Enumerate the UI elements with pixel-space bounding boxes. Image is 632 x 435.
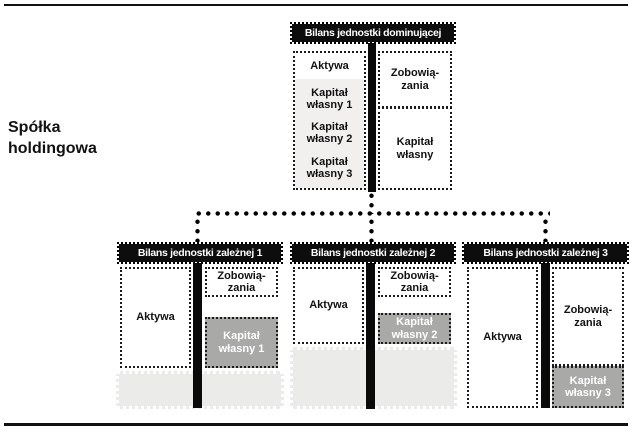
parent-equity-box: Kapitał własny	[378, 107, 452, 190]
sub3-assets-box: Aktywa	[467, 267, 538, 408]
sub2-assets-box: Aktywa	[293, 267, 364, 344]
connector-horizontal	[194, 211, 550, 216]
sub3-divider-bar	[541, 263, 550, 408]
parent-assets-label: Aktywa	[310, 60, 349, 72]
parent-equity-panel: Kapitał własny 1 Kapitał własny 2 Kapita…	[295, 79, 364, 188]
sub1-assets-box: Aktywa	[120, 267, 191, 368]
connector-stub-sub2	[369, 217, 374, 242]
parent-title: Bilans jednostki dominującej	[290, 22, 456, 44]
sub3-equity-box: Kapitał własny 3	[552, 366, 624, 408]
parent-assets-column: Aktywa Kapitał własny 1 Kapitał własny 2…	[293, 51, 366, 190]
parent-equity-item-3: Kapitał własny 3	[306, 155, 353, 180]
sub1-title: Bilans jednostki zależnej 1	[117, 242, 283, 264]
sub1-divider-bar	[193, 263, 202, 408]
sub1-liabilities-box: Zobowią- zania	[205, 267, 278, 297]
sub2-title: Bilans jednostki zależnej 2	[290, 242, 456, 264]
parent-equity-item-2: Kapitał własny 2	[306, 121, 353, 146]
bottom-rule	[4, 423, 628, 426]
sub1-equity-box: Kapitał własny 1	[205, 317, 278, 368]
parent-liabilities-box: Zobowią- zania	[378, 51, 452, 108]
connector-stem-parent	[369, 191, 374, 214]
sub2-divider-bar	[366, 263, 375, 409]
connector-stub-sub3	[543, 217, 548, 242]
sub3-liabilities-box: Zobowią- zania	[552, 267, 624, 366]
sub2-equity-box: Kapitał własny 2	[378, 313, 451, 344]
holding-company-label: Spółka holdingowa	[8, 119, 97, 157]
sub3-title: Bilans jednostki zależnej 3	[462, 242, 629, 264]
connector-stub-sub1	[195, 217, 200, 242]
parent-equity-item-1: Kapitał własny 1	[306, 86, 353, 112]
top-rule	[4, 4, 628, 6]
sub2-liabilities-box: Zobowią- zania	[378, 267, 451, 297]
parent-divider-bar	[368, 43, 376, 192]
